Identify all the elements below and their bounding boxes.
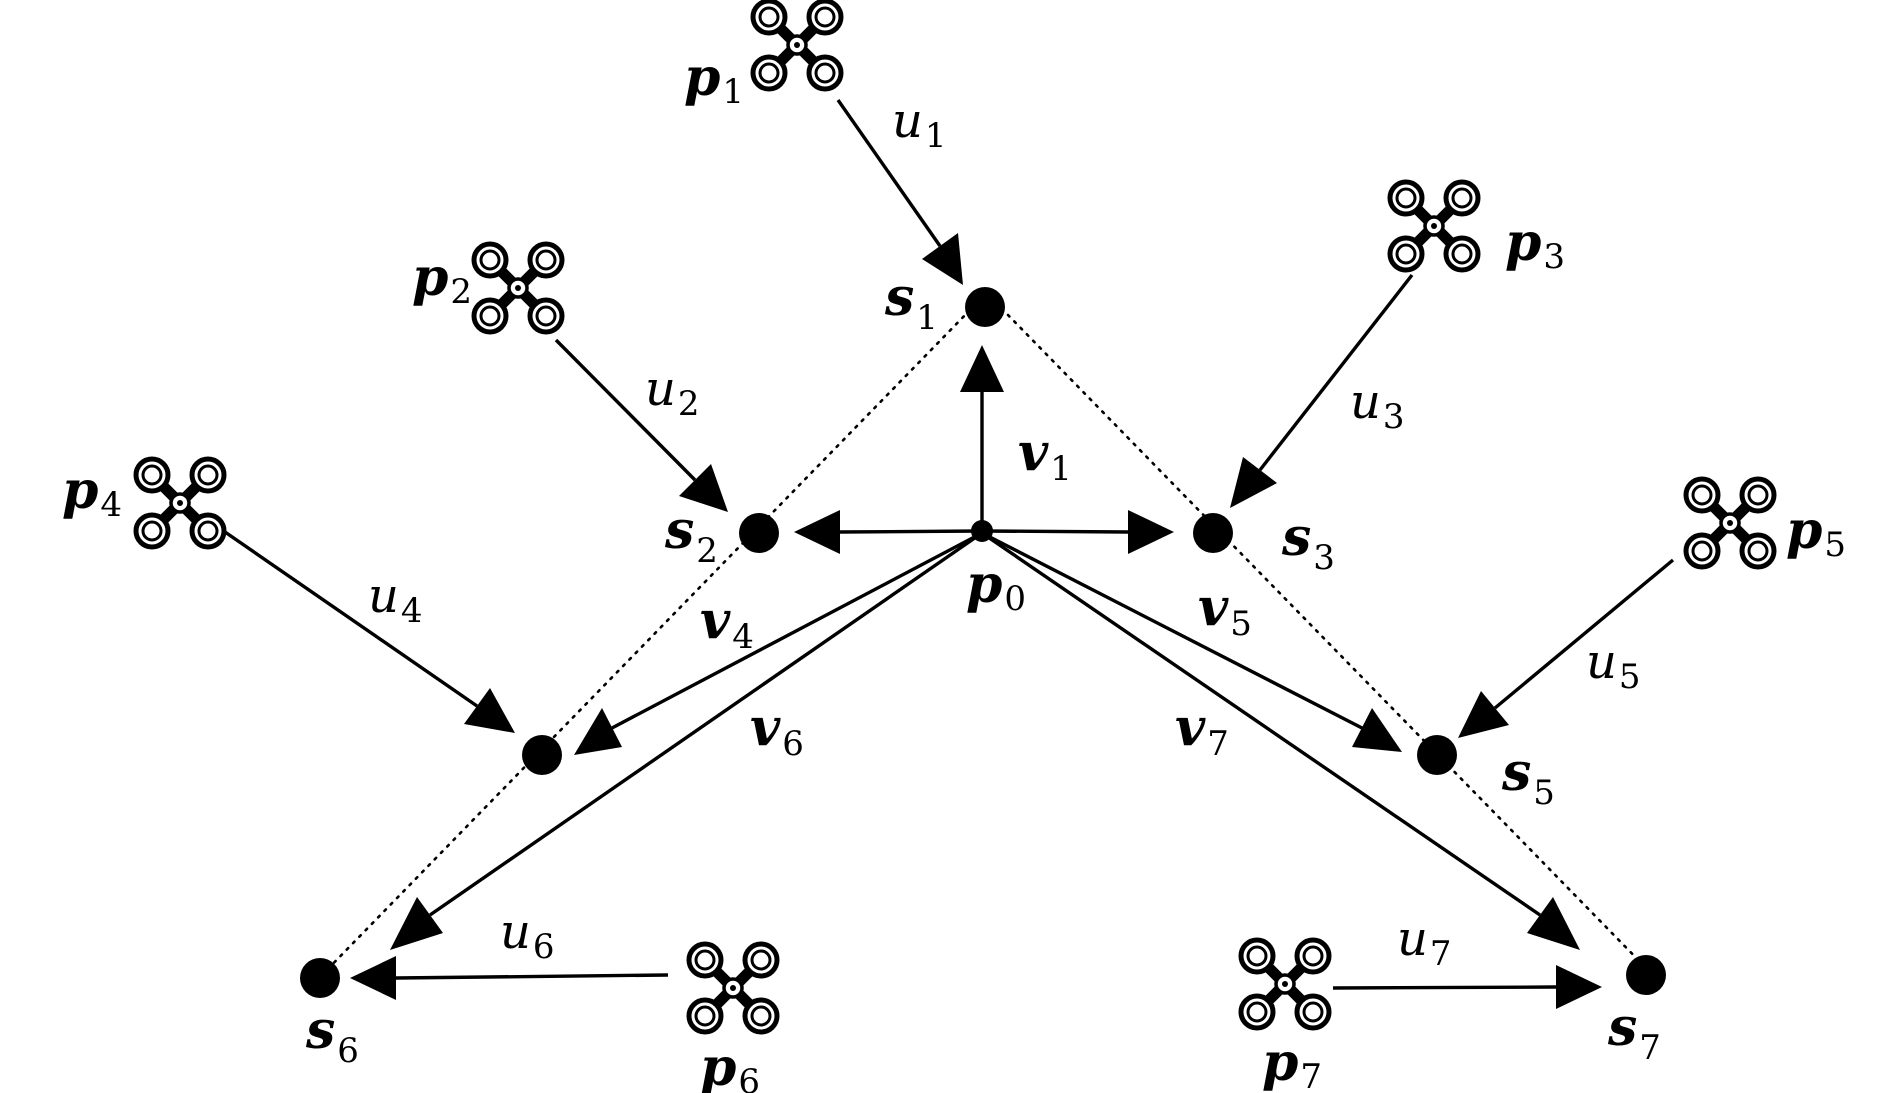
quadcopter-icon-p5 xyxy=(1686,479,1774,567)
arrowhead-u3 xyxy=(1230,457,1277,508)
label-p5: p5 xyxy=(1786,500,1846,565)
label-p3: p3 xyxy=(1505,212,1565,277)
label-p6: p6 xyxy=(700,1037,760,1093)
arrow-to-s2 xyxy=(839,529,983,534)
label-u4: u4 xyxy=(368,568,423,631)
quadcopter-icon-p2 xyxy=(474,244,562,332)
arrowhead-u2 xyxy=(679,464,728,512)
v-vectors xyxy=(390,345,1580,950)
arrow-v4 xyxy=(611,531,983,730)
label-v5: v5 xyxy=(1198,577,1252,644)
arrow-u6 xyxy=(395,973,669,980)
target-points xyxy=(300,287,1666,998)
arrowhead-s2 xyxy=(794,510,840,554)
label-s5: s5 xyxy=(1501,742,1555,813)
label-p0: p0 xyxy=(966,554,1026,619)
label-p7: p7 xyxy=(1262,1032,1322,1093)
label-v6: v6 xyxy=(750,697,804,764)
label-u1: u1 xyxy=(892,93,947,156)
arrow-to-s3 xyxy=(981,529,1129,534)
point-s4 xyxy=(522,735,562,775)
point-s6 xyxy=(300,958,340,998)
arrow-u5 xyxy=(1493,558,1675,710)
arrow-u4 xyxy=(224,530,478,708)
point-s5 xyxy=(1417,735,1457,775)
label-s1: s1 xyxy=(884,267,938,338)
label-u3: u3 xyxy=(1350,374,1405,437)
point-s1 xyxy=(965,287,1005,327)
labels: p1 p2 p3 p4 p5 p6 p7 p0 s1 s2 s3 s5 s6 s… xyxy=(62,47,1846,1093)
label-s6: s6 xyxy=(305,1000,359,1071)
label-v1: v1 xyxy=(1018,422,1072,489)
outline-s1-s6 xyxy=(320,308,972,977)
arrow-v5 xyxy=(981,531,1363,730)
arrow-u7 xyxy=(1332,985,1557,990)
point-s7 xyxy=(1626,955,1666,995)
label-p4: p4 xyxy=(62,460,122,525)
arrowhead-v7 xyxy=(1527,897,1580,950)
formation-outline xyxy=(320,308,1652,977)
label-v4: v4 xyxy=(700,590,754,657)
label-u6: u6 xyxy=(500,904,555,967)
u-arrows xyxy=(224,99,1675,1009)
quadcopter-icon-p6 xyxy=(689,944,777,1032)
label-u2: u2 xyxy=(645,361,700,424)
arrowhead-u7 xyxy=(1556,965,1602,1009)
quadcopter-icon-p1 xyxy=(753,1,841,89)
arrow-v6 xyxy=(429,531,983,917)
arrowhead-s3 xyxy=(1128,510,1174,554)
outline-s1-s7 xyxy=(1006,313,1652,974)
arrow-u2 xyxy=(554,338,697,482)
arrowhead-v6 xyxy=(390,897,443,950)
quadcopter-icon-p7 xyxy=(1241,940,1329,1028)
arrowhead-u1 xyxy=(922,233,963,285)
label-u5: u5 xyxy=(1586,634,1641,697)
arrowhead-v4 xyxy=(574,708,622,755)
arrow-u3 xyxy=(1258,273,1414,472)
drones xyxy=(136,1,1774,1032)
point-s3 xyxy=(1193,513,1233,553)
arrowhead-u6 xyxy=(350,956,396,1000)
arrow-u1 xyxy=(836,99,942,247)
quadcopter-icon-p3 xyxy=(1390,182,1478,270)
label-s3: s3 xyxy=(1281,507,1335,578)
point-p0 xyxy=(971,520,993,542)
arrowhead-v1 xyxy=(960,345,1004,392)
label-u7: u7 xyxy=(1397,911,1452,974)
arrowhead-u5 xyxy=(1458,691,1509,738)
label-p1: p1 xyxy=(684,47,744,112)
label-p2: p2 xyxy=(412,247,472,312)
arrowhead-v5 xyxy=(1352,708,1402,752)
label-s2: s2 xyxy=(664,500,718,571)
label-v7: v7 xyxy=(1175,697,1229,764)
quadcopter-icon-p4 xyxy=(136,459,224,547)
arrow-v7 xyxy=(981,531,1541,917)
label-s7: s7 xyxy=(1607,997,1661,1068)
arrowhead-u4 xyxy=(464,688,515,733)
point-s2 xyxy=(739,513,779,553)
